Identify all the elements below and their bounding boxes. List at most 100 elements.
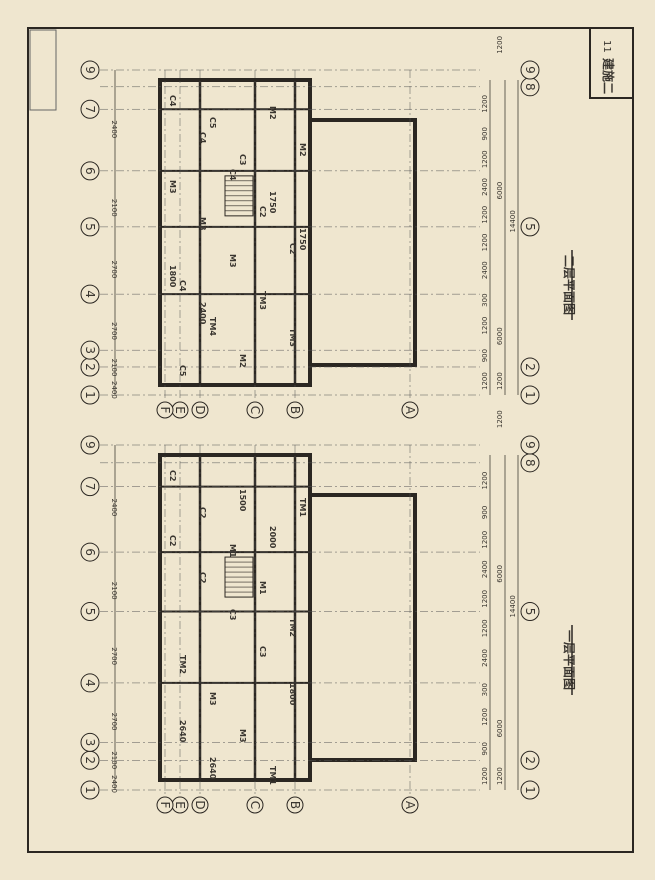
room-tag: C2 (168, 535, 177, 546)
axis-bubble (80, 340, 100, 360)
axis-bubble (191, 401, 209, 419)
axis-label: F (158, 407, 172, 414)
dimension-text: 1200 (481, 590, 489, 608)
room-tag: TM3 (288, 328, 297, 347)
room-tag: 2640 (208, 757, 217, 780)
dimension-text: 1200 (481, 234, 489, 252)
axis-bubble (286, 401, 304, 419)
dimension-text: 1200 (481, 531, 489, 549)
axis-label: C (248, 406, 262, 414)
room-tag: C2 (198, 507, 207, 518)
dimension-text: 300 (481, 293, 489, 306)
dimension-text: 1200 (481, 150, 489, 168)
room-tag: 1800 (288, 683, 297, 706)
dimension-text: 1200 (496, 410, 504, 428)
room-tag: 2640 (178, 720, 187, 743)
plan-title: 一层平面图 (562, 630, 576, 690)
axis-label: F (158, 802, 172, 809)
room-tag: C2 (258, 206, 267, 217)
axis-label: 3 (83, 346, 97, 354)
dimension-text: 900 (481, 506, 489, 519)
room-tag: C4 (168, 95, 177, 107)
dimension-text: 2400 (481, 178, 489, 196)
sheet-title: 建施二 (601, 57, 616, 94)
axis-label: 2 (83, 363, 97, 371)
axis-label: E (173, 801, 187, 809)
axis-label: 1 (523, 391, 537, 399)
dimension-text: 2400 (481, 261, 489, 279)
dimension-text: 2100 (110, 199, 118, 217)
room-tag: C2 (168, 470, 177, 481)
dimension-text: 2400 (110, 120, 118, 138)
dimension-text: 2700 (110, 261, 118, 279)
axis-label: A (403, 801, 417, 810)
room-tag: TM2 (288, 618, 297, 637)
dimension-text: 1200 (481, 95, 489, 113)
axis-label: 1 (83, 786, 97, 794)
axis-label: A (403, 406, 417, 415)
exterior-wall (310, 493, 417, 762)
dimension-text: 6000 (496, 720, 504, 738)
exterior-wall (158, 78, 312, 387)
exterior-wall (158, 453, 312, 782)
axis-label: 8 (523, 83, 537, 91)
room-tag: M2 (298, 143, 307, 157)
axis-bubble (80, 477, 100, 497)
room-tag: C3 (258, 646, 267, 657)
axis-bubble (520, 357, 540, 377)
room-tag: C3 (228, 609, 237, 620)
axis-label: 1 (523, 786, 537, 794)
room-tag: M3 (228, 254, 237, 268)
dimension-text: 2400 (481, 560, 489, 578)
axis-label: 1 (83, 391, 97, 399)
axis-bubble (520, 217, 540, 237)
dimension-text: 1200 (481, 767, 489, 785)
room-tag: C4 (198, 132, 207, 144)
axis-bubble (80, 60, 100, 80)
axis-bubble (401, 401, 419, 419)
room-tag: C4 (228, 169, 237, 181)
dimension-text: 2400 (481, 649, 489, 667)
room-tag: C2 (198, 572, 207, 583)
axis-bubble (246, 401, 264, 419)
axis-label: D (193, 800, 207, 809)
axis-label: 4 (83, 290, 97, 298)
dimension-text: 2100 (110, 582, 118, 600)
room-tag: C3 (238, 154, 247, 165)
dimension-text: 6000 (496, 327, 504, 345)
axis-label: 2 (523, 363, 537, 371)
axis-label: 7 (83, 105, 97, 113)
dimension-text: 1200 (496, 36, 504, 54)
room-tag: TM2 (178, 655, 187, 674)
axis-bubble (80, 435, 100, 455)
dimension-text: 1200 (481, 206, 489, 224)
dimension-text: 2100 (110, 751, 118, 769)
axis-bubble (80, 99, 100, 119)
axis-bubble (191, 796, 209, 814)
room-tag: TM1 (298, 498, 307, 517)
axis-bubble (80, 284, 100, 304)
room-tag: C4 (178, 280, 187, 292)
axis-bubble (156, 796, 174, 814)
dimension-text: 1200 (481, 317, 489, 335)
dimension-text: 1200 (496, 372, 504, 390)
room-tag: C5 (178, 365, 187, 377)
axis-label: 7 (83, 483, 97, 491)
axis-bubble (156, 401, 174, 419)
dimension-text: 1200 (481, 619, 489, 637)
room-tag: TM1 (268, 766, 277, 785)
plan-title: 二层平面图 (562, 255, 576, 315)
dimension-text: 1200 (481, 472, 489, 490)
axis-bubble (520, 435, 540, 455)
dimension-text: 2400 (110, 381, 118, 399)
dimension-text: 2400 (110, 775, 118, 793)
axis-bubble (80, 602, 100, 622)
axis-bubble (520, 60, 540, 80)
axis-bubble (80, 385, 100, 405)
axis-bubble (246, 796, 264, 814)
room-tag: 1750 (298, 228, 307, 251)
dimension-text: 2700 (110, 322, 118, 340)
axis-bubble (80, 673, 100, 693)
